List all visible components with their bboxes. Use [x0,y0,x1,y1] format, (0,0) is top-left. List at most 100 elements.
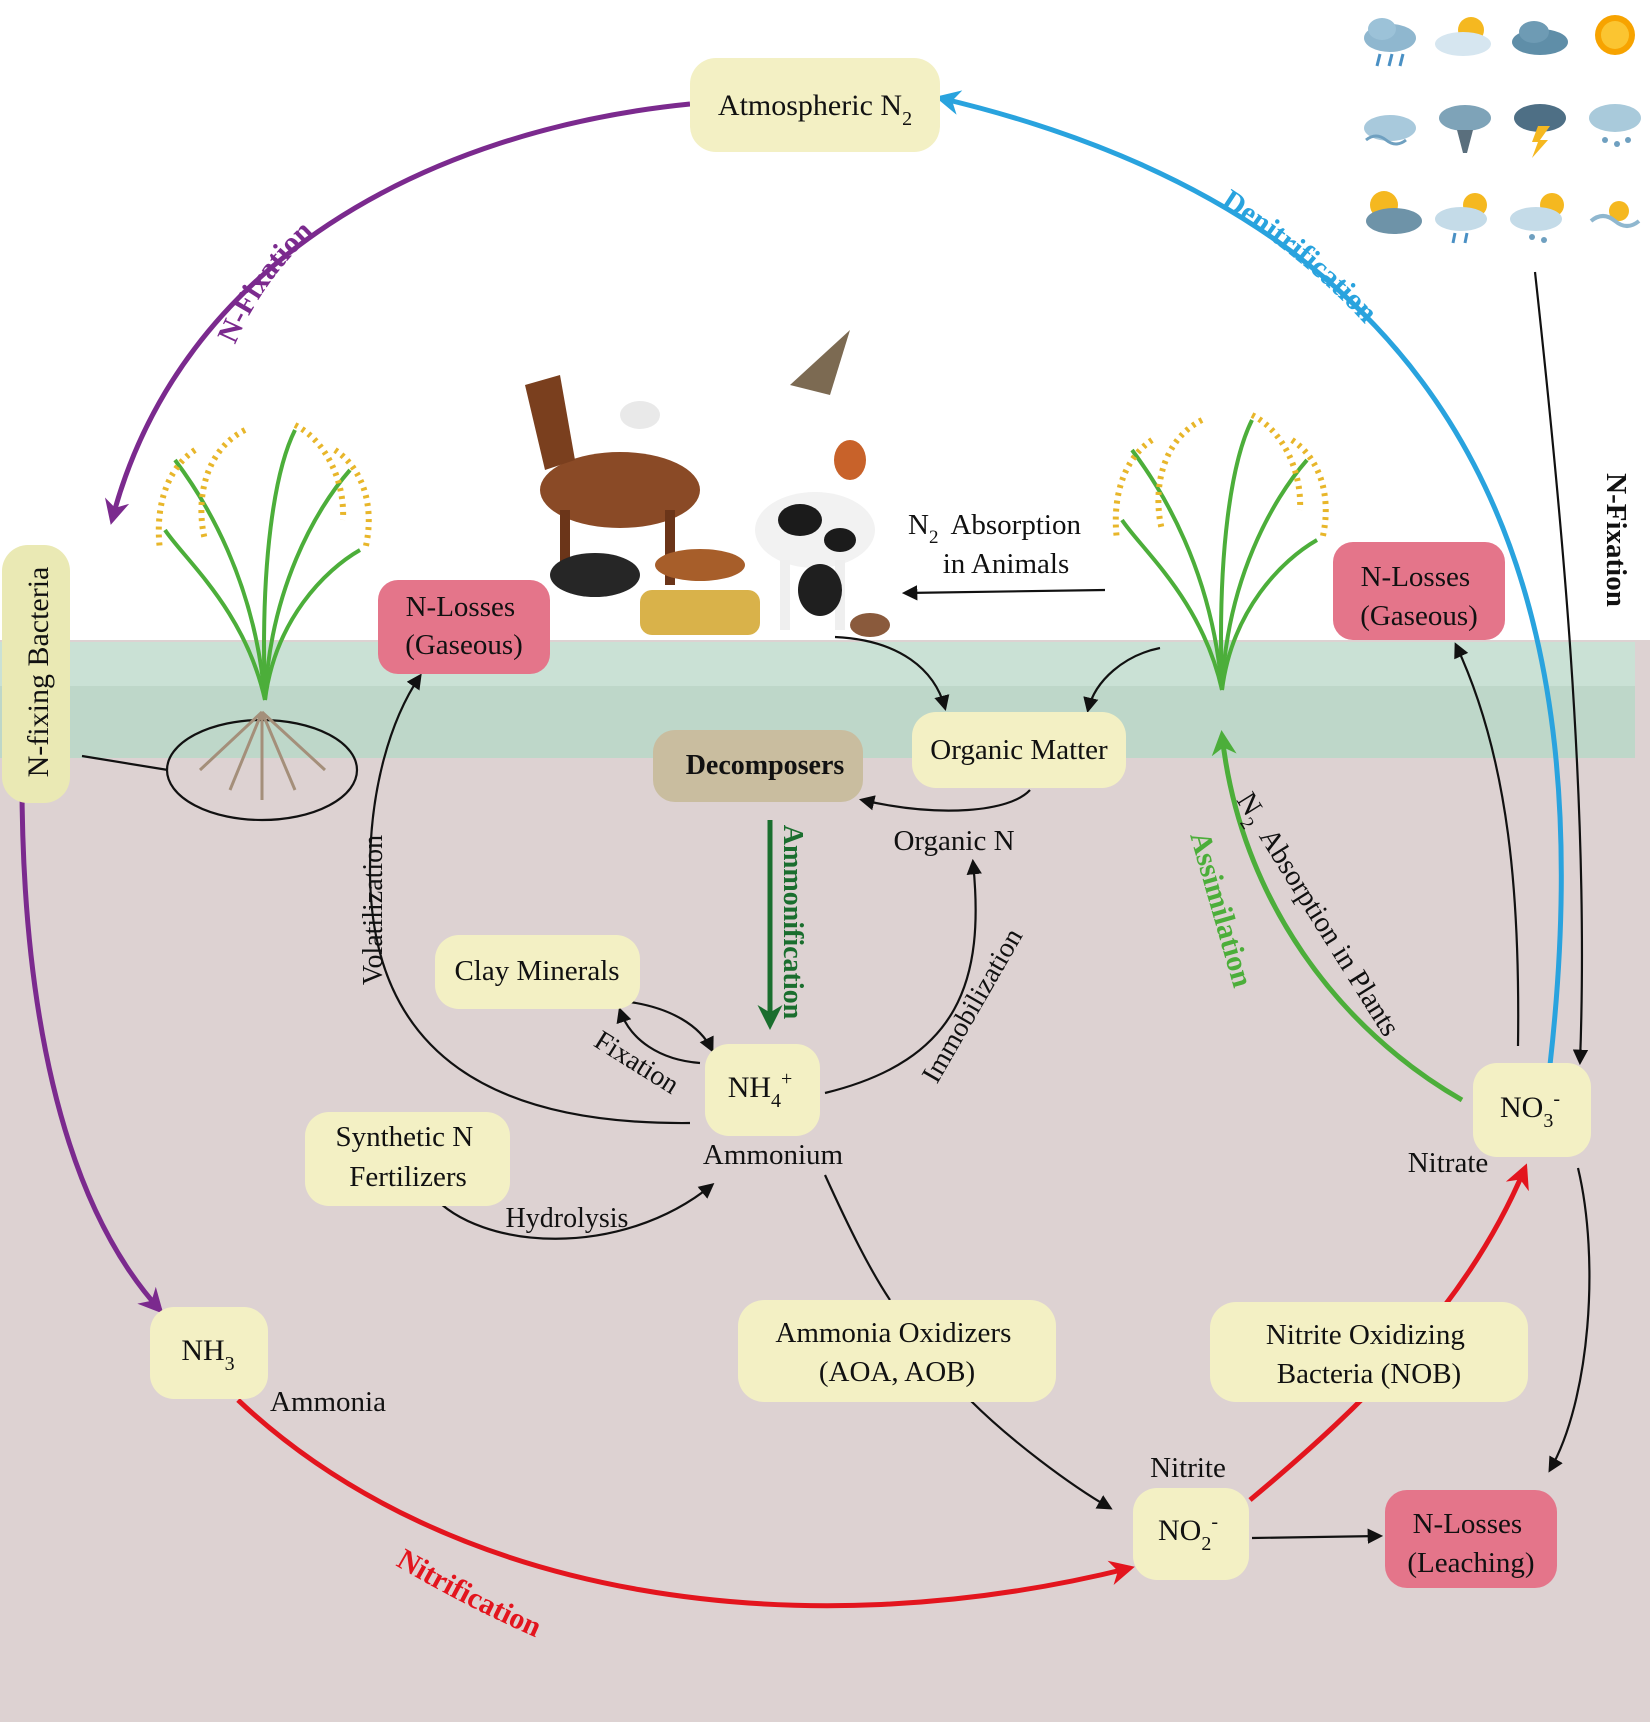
box-nh3: NH3 [150,1307,268,1399]
plants-to-organic-arrow [1083,646,1161,713]
synthetic-fertilizers-line2: Fertilizers [349,1161,467,1193]
n-fixation-label-right: N-Fixation [1600,473,1632,607]
ammonia-label: Ammonia [270,1386,386,1418]
no2-superscript: - [1211,1511,1218,1533]
nitrite-oxidizers-line1: Nitrite Oxidizing [1266,1319,1465,1351]
no2-label: NO [1158,1514,1201,1547]
ammonia-oxidizers-line1: Ammonia Oxidizers [775,1317,1011,1349]
denitrification-arc [935,90,1564,1066]
svg-text:NO3-: NO3- [1500,1088,1560,1132]
absorption-animals-line2: in Animals [943,548,1069,580]
nitrate-label: Nitrate [1408,1147,1489,1179]
assimilation-arc [1211,730,1464,1103]
ammonium-to-oxidizers-line [823,1174,891,1301]
nh3-label: NH [181,1334,224,1367]
organic-n-label: Organic N [893,825,1014,857]
rice-plant-left [155,422,372,701]
organic-matter-label: Organic Matter [930,734,1108,766]
no2-to-leaching-arrow [1251,1528,1384,1544]
n-fixing-bacteria-label: N-fixing Bacteria [22,567,55,778]
box-n-losses-gaseous-left: N-Losses (Gaseous) [378,580,550,674]
n-fixation-down-arc [19,759,164,1314]
no3-subscript: 3 [1543,1110,1553,1132]
nitrification-arc [236,1398,1135,1609]
absorption-animals-sub: 2 [929,527,939,548]
svg-text:N-Losses (Gaseous): N-Losses (Gaseous) [405,591,523,661]
nh4-to-clay-arrow [616,1007,701,1065]
n-losses-right-line1: N-Losses [1361,561,1471,593]
box-decomposers: Decomposers [653,730,863,802]
svg-text:NH3: NH3 [181,1334,234,1375]
sun-cloud-icon [1435,17,1491,56]
no3-to-leaching-arrow [1548,1167,1591,1473]
oxidizers-to-no2-arrow [969,1399,1113,1510]
box-clay-minerals: Clay Minerals [435,935,640,1009]
sun-cloud-icon [1366,191,1422,234]
n-losses-leaching-line2: (Leaching) [1407,1547,1534,1579]
ammonium-label: Ammonium [703,1139,844,1171]
animals-absorption-arrow [901,585,1106,601]
nh4-subscript: 4 [771,1090,781,1112]
rain-cloud-icon [1364,18,1416,67]
box-nh4: NH4+ [705,1044,820,1136]
hydrolysis-arrow [431,1183,715,1240]
absorption-animals-rest: Absorption [950,509,1081,541]
hydrolysis-label: Hydrolysis [506,1203,629,1234]
svg-text:Ammonia Oxidizers (AOA,: Ammonia Oxidizers (AOA, AOB) [775,1317,1018,1388]
no3-to-gaseous-arrow [1454,642,1520,1047]
nh3-subscript: 3 [225,1353,235,1375]
decomposers-label: Decomposers [686,750,845,781]
nh4-immobilization-arrow [824,858,982,1095]
bacteria-root-line [81,754,169,772]
box-synthetic-fertilizers: Synthetic N Fertilizers [305,1112,510,1206]
svg-text:NH4+: NH4+ [728,1068,793,1112]
snow-wind-icon [1364,115,1416,146]
n-fixation-arc [104,101,691,525]
sun-rain-icon [1435,193,1487,244]
atmospheric-n2-subscript: 2 [902,108,912,130]
sun-icon [1595,15,1635,55]
no3-superscript: - [1553,1088,1560,1110]
box-n-fixing-bacteria: N-fixing Bacteria [2,545,70,803]
absorption-animals-label: N2 Absorption in Animals [908,509,1081,580]
ammonification-label: Ammonification [777,825,808,1020]
n-losses-leaching-line1: N-Losses [1413,1508,1523,1540]
n-losses-right-line2: (Gaseous) [1360,600,1478,632]
box-ammonia-oxidizers: Ammonia Oxidizers (AOA, AOB) [738,1300,1056,1402]
sun-snow-icon [1510,193,1564,243]
ammonia-oxidizers-line2: (AOA, AOB) [819,1356,975,1388]
animals-to-organic-arrow [834,635,950,711]
box-n-losses-leaching: N-Losses (Leaching) [1385,1490,1557,1588]
svg-text:Nitrite Oxidizing Bacter: Nitrite Oxidizing Bacteria (NOB) [1266,1319,1472,1390]
sun-wind-icon [1589,201,1641,228]
box-n-losses-gaseous-right: N-Losses (Gaseous) [1333,542,1505,640]
nitrite-label: Nitrite [1150,1452,1226,1484]
svg-text:N2Absorption: N2 Absorption [908,509,1081,548]
weather-icon-grid [1364,15,1641,244]
svg-text:Synthetic N Fertilizers: Synthetic N Fertilizers [336,1121,481,1193]
n-losses-left-line1: N-Losses [406,591,516,623]
svg-text:Atmospheric N2: Atmospheric N2 [718,89,912,130]
nh4-to-volatilization-arrow [368,673,691,1125]
tornado-icon [1439,105,1491,153]
nh4-label: NH [728,1071,771,1104]
rice-plant-right [1112,412,1329,691]
snow-cloud-icon [1589,104,1641,147]
no2-subscript: 2 [1201,1533,1211,1555]
box-no3: NO3- [1473,1063,1591,1157]
roots-icon [198,710,327,800]
surface-band-top [0,642,1635,686]
box-no2: NO2- [1133,1488,1249,1580]
n-losses-left-line2: (Gaseous) [405,629,523,661]
synthetic-fertilizers-line1: Synthetic N [336,1121,474,1153]
svg-text:N-Losses (Leaching): N-Losses (Leaching) [1407,1508,1534,1579]
livestock-icon [525,330,890,637]
nh4-superscript: + [781,1068,792,1090]
atmospheric-n2-label: Atmospheric N [718,89,902,122]
box-nitrite-oxidizers: Nitrite Oxidizing Bacteria (NOB) [1210,1302,1528,1402]
cloud-icon [1512,21,1568,55]
svg-text:N-Losses (Gaseous): N-Losses (Gaseous) [1360,561,1478,632]
absorption-animals-n: N [908,509,929,541]
weather-n-fixation-arrow [1533,271,1589,1066]
